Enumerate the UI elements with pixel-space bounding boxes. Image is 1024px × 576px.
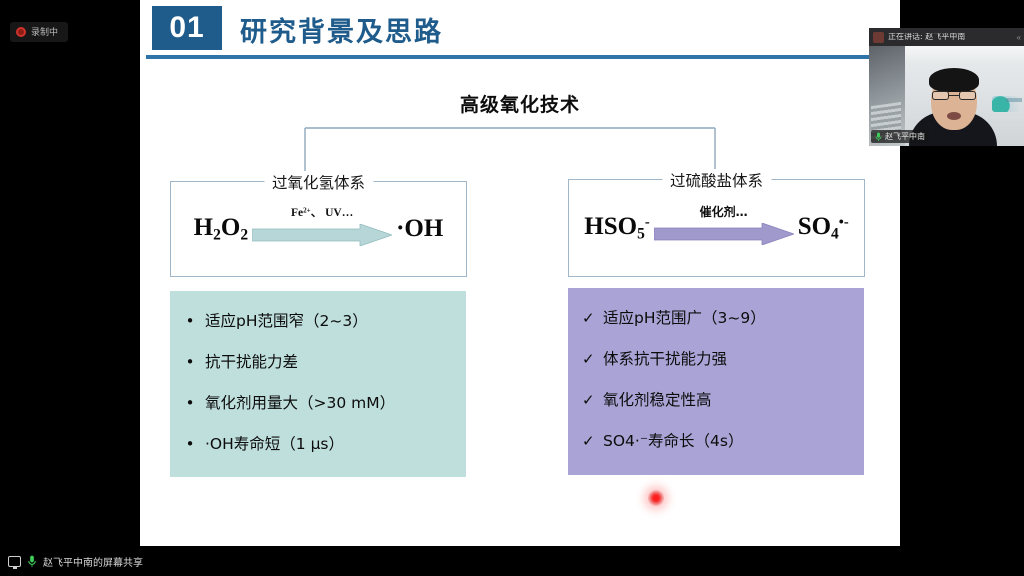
arrow-peroxide: Fe2+、 UV… <box>252 206 393 252</box>
recording-indicator: 录制中 <box>10 22 68 42</box>
block-arrow-icon <box>252 224 393 246</box>
group-box-persulfate: 过硫酸盐体系 HSO5- 催化剂… SO4•- <box>568 169 865 277</box>
group-box-peroxide: 过氧化氢体系 H2O2 Fe2+、 UV… ·OH <box>170 171 467 277</box>
reaction-boxes: 过氧化氢体系 H2O2 Fe2+、 UV… ·OH 过硫酸盐体系 HSO5- <box>140 135 900 295</box>
product-sulfate-radical: SO4•- <box>797 212 849 243</box>
participant-name: 赵飞平中南 <box>885 131 925 141</box>
check-icon: ✓ <box>582 309 595 327</box>
reactant-hso5: HSO5- <box>584 212 650 243</box>
check-icon: ✓ <box>582 432 595 450</box>
video-feed: 赵飞平中南 <box>869 46 1024 146</box>
recording-label: 录制中 <box>31 26 59 37</box>
list-item-label: 氧化剂用量大（>30 mM） <box>205 394 396 412</box>
list-item: • 氧化剂用量大（>30 mM） <box>184 391 466 413</box>
monitor-icon <box>8 555 21 569</box>
block-arrow-icon <box>653 223 794 245</box>
participant-video-tile[interactable]: 正在讲话: 赵飞平中南 « <box>869 28 1024 146</box>
list-item-label: ·OH寿命短（1 μs） <box>205 435 345 453</box>
list-item-label: SO4·⁻寿命长（4s） <box>603 432 744 450</box>
glasses-bridge <box>949 95 959 97</box>
list-item-label: 抗干扰能力差 <box>205 353 299 371</box>
page-title: 研究背景及思路 <box>240 17 443 48</box>
wall-logo-text <box>1006 98 1022 102</box>
list-item: ✓ 体系抗干扰能力强 <box>582 347 864 369</box>
arrow-persulfate: 催化剂… <box>653 205 794 251</box>
list-item: ✓ 适应pH范围广（3~9） <box>582 306 864 328</box>
bullet-marker: • <box>185 435 195 453</box>
group-label-persulfate: 过硫酸盐体系 <box>661 169 772 191</box>
list-item-label: 适应pH范围窄（2~3） <box>205 312 368 330</box>
person-mouth <box>947 112 961 120</box>
bullet-marker: • <box>185 353 195 371</box>
speaking-icon <box>873 31 884 43</box>
list-item-label: 适应pH范围广（3~9） <box>603 309 766 327</box>
record-dot-icon <box>16 27 26 37</box>
participant-name-badge: 赵飞平中南 <box>871 130 929 143</box>
screen-share-label: 赵飞平中南的屏幕共享 <box>43 557 143 569</box>
person-hair <box>929 68 979 92</box>
video-tile-header: 正在讲话: 赵飞平中南 « <box>869 28 1024 46</box>
person-glasses <box>932 91 976 100</box>
microphone-icon <box>875 132 882 141</box>
list-item-label: 体系抗干扰能力强 <box>603 350 728 368</box>
diagram-heading: 高级氧化技术 <box>459 94 580 116</box>
group-label-peroxide: 过氧化氢体系 <box>263 171 374 193</box>
list-item: • 抗干扰能力差 <box>184 350 466 372</box>
screen-share-bar: 赵飞平中南的屏幕共享 <box>0 546 1024 576</box>
check-icon: ✓ <box>582 350 595 368</box>
list-item: ✓ 氧化剂稳定性高 <box>582 388 864 410</box>
arrow-label-persulfate: 催化剂… <box>699 205 748 219</box>
arrow-label-peroxide: Fe2+、 UV… <box>290 206 354 219</box>
glasses-lens-right <box>959 91 976 100</box>
section-number-badge: 01 <box>152 6 222 50</box>
laser-pointer-dot <box>648 490 664 506</box>
room-ceiling <box>899 46 1024 66</box>
reaction-persulfate: HSO5- 催化剂… SO4•- <box>569 180 864 276</box>
bullet-panel-persulfate: ✓ 适应pH范围广（3~9） ✓ 体系抗干扰能力强 ✓ 氧化剂稳定性高 ✓ SO… <box>568 288 864 475</box>
product-hydroxyl-radical: ·OH <box>396 215 444 242</box>
glasses-lens-left <box>932 91 949 100</box>
check-icon: ✓ <box>582 391 595 409</box>
reaction-peroxide: H2O2 Fe2+、 UV… ·OH <box>171 182 466 276</box>
chevron-left-icon[interactable]: « <box>1016 32 1022 42</box>
bullet-panel-peroxide: • 适应pH范围窄（2~3） • 抗干扰能力差 • 氧化剂用量大（>30 mM）… <box>170 291 466 477</box>
list-item-label: 氧化剂稳定性高 <box>603 391 712 409</box>
microphone-icon <box>28 555 36 567</box>
bullet-marker: • <box>185 394 195 412</box>
list-item: • ·OH寿命短（1 μs） <box>184 432 466 454</box>
title-divider <box>146 55 898 59</box>
speaking-label: 正在讲话: 赵飞平中南 <box>888 33 966 41</box>
list-item: ✓ SO4·⁻寿命长（4s） <box>582 429 864 451</box>
bullet-marker: • <box>185 312 195 330</box>
reactant-h2o2: H2O2 <box>193 213 249 244</box>
list-item: • 适应pH范围窄（2~3） <box>184 309 466 331</box>
